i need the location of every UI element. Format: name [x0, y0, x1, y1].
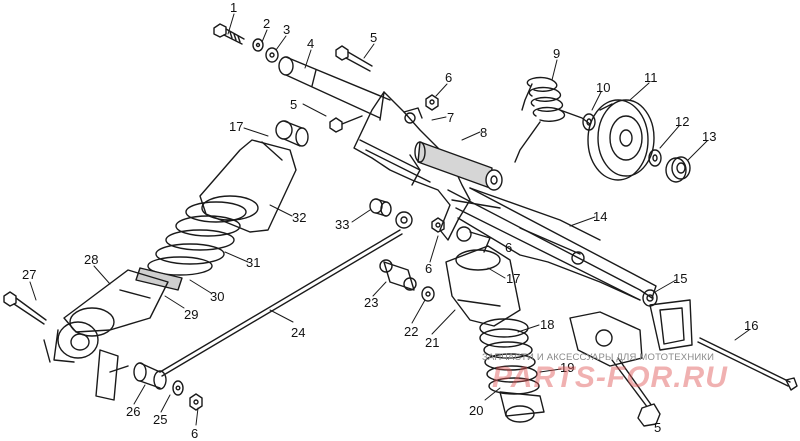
rear-bracket: [569, 299, 693, 367]
washer-2: [252, 38, 264, 52]
callout-1: 1: [230, 0, 238, 15]
callout-31: 31: [246, 255, 261, 270]
bushing-17: [275, 120, 309, 147]
rod-end-26: [133, 362, 167, 390]
shock-body-32: [199, 139, 297, 233]
torsion-spring-9: [514, 76, 591, 163]
callout-5-bottom: 5: [654, 420, 662, 435]
washer-22: [421, 286, 435, 302]
callout-3: 3: [283, 22, 291, 37]
washer-3: [265, 47, 279, 63]
bolt-5b: [329, 115, 363, 133]
callout-2: 2: [263, 16, 271, 31]
collar-18: [479, 318, 529, 348]
end-tube-15: [642, 289, 658, 307]
bolt-1: [213, 23, 245, 45]
rear-shock-21: [445, 226, 521, 327]
callout-16: 16: [744, 318, 759, 333]
callout-13: 13: [702, 129, 717, 144]
callout-18: 18: [540, 317, 555, 332]
callout-8: 8: [480, 125, 488, 140]
callout-9: 9: [553, 46, 561, 61]
bushing-33: [369, 198, 392, 217]
callout-12: 12: [675, 114, 690, 129]
callout-21: 21: [425, 335, 440, 350]
coil-spring-31: [147, 201, 247, 276]
callout-4: 4: [307, 36, 315, 51]
washer-12: [648, 149, 662, 167]
callout-29: 29: [184, 307, 199, 322]
shock-bottom-20: [499, 391, 545, 423]
callout-20: 20: [469, 403, 484, 418]
lower-bracket: [95, 349, 129, 401]
spacer-23: [379, 259, 417, 291]
callout-15: 15: [673, 271, 688, 286]
callout-6-bottom: 6: [191, 426, 199, 441]
idler-wheel-11: [587, 99, 655, 181]
callout-27: 27: [22, 267, 37, 282]
rod-end-upper: [395, 211, 413, 229]
callout-28: 28: [84, 252, 99, 267]
callout-17-right: 17: [506, 271, 521, 286]
clip-7: [403, 107, 423, 124]
nut-6-lower: [189, 393, 203, 411]
callout-26: 26: [126, 404, 141, 419]
callout-5-top: 5: [370, 30, 378, 45]
nut-13: [665, 156, 691, 183]
rail-arm-14: [447, 187, 657, 301]
callout-17-top: 17: [229, 119, 244, 134]
coil-spring-19: [483, 341, 540, 395]
callout-5-mid: 5: [290, 97, 298, 112]
shock-lower-28: [63, 269, 169, 337]
bolt-5-lower: [611, 357, 661, 427]
nut-6-top: [425, 94, 439, 111]
callout-32: 32: [292, 210, 307, 225]
callout-23: 23: [364, 295, 379, 310]
callout-19: 19: [560, 360, 575, 375]
callout-6-top: 6: [445, 70, 453, 85]
bolt-5: [335, 45, 373, 72]
washer-25: [172, 380, 184, 396]
callout-22: 22: [404, 324, 419, 339]
callout-11: 11: [644, 70, 658, 85]
callout-25: 25: [153, 412, 168, 427]
watermark-caption: ЗАПЧАСТИ И АКСЕССУАРЫ ДЛЯ МОТОТЕХНИКИ: [482, 352, 715, 363]
callout-6-mid: 6: [425, 261, 433, 276]
callout-10: 10: [596, 80, 611, 95]
callout-6-right: 6: [505, 240, 513, 255]
callout-30: 30: [210, 289, 225, 304]
callout-7: 7: [447, 110, 455, 125]
limiter-rod-24: [159, 229, 403, 377]
callout-24: 24: [291, 325, 306, 340]
watermark-logo: PARTS-FOR.RU: [492, 361, 728, 394]
sleeve-8: [414, 141, 503, 191]
bolt-27: [3, 291, 47, 325]
shock-eye: [43, 321, 99, 363]
callout-33: 33: [335, 217, 350, 232]
nut-6-mid: [431, 217, 445, 233]
callout-14: 14: [593, 209, 608, 224]
long-bolt-16: [697, 337, 798, 391]
pivot-shaft-4: [278, 56, 391, 119]
